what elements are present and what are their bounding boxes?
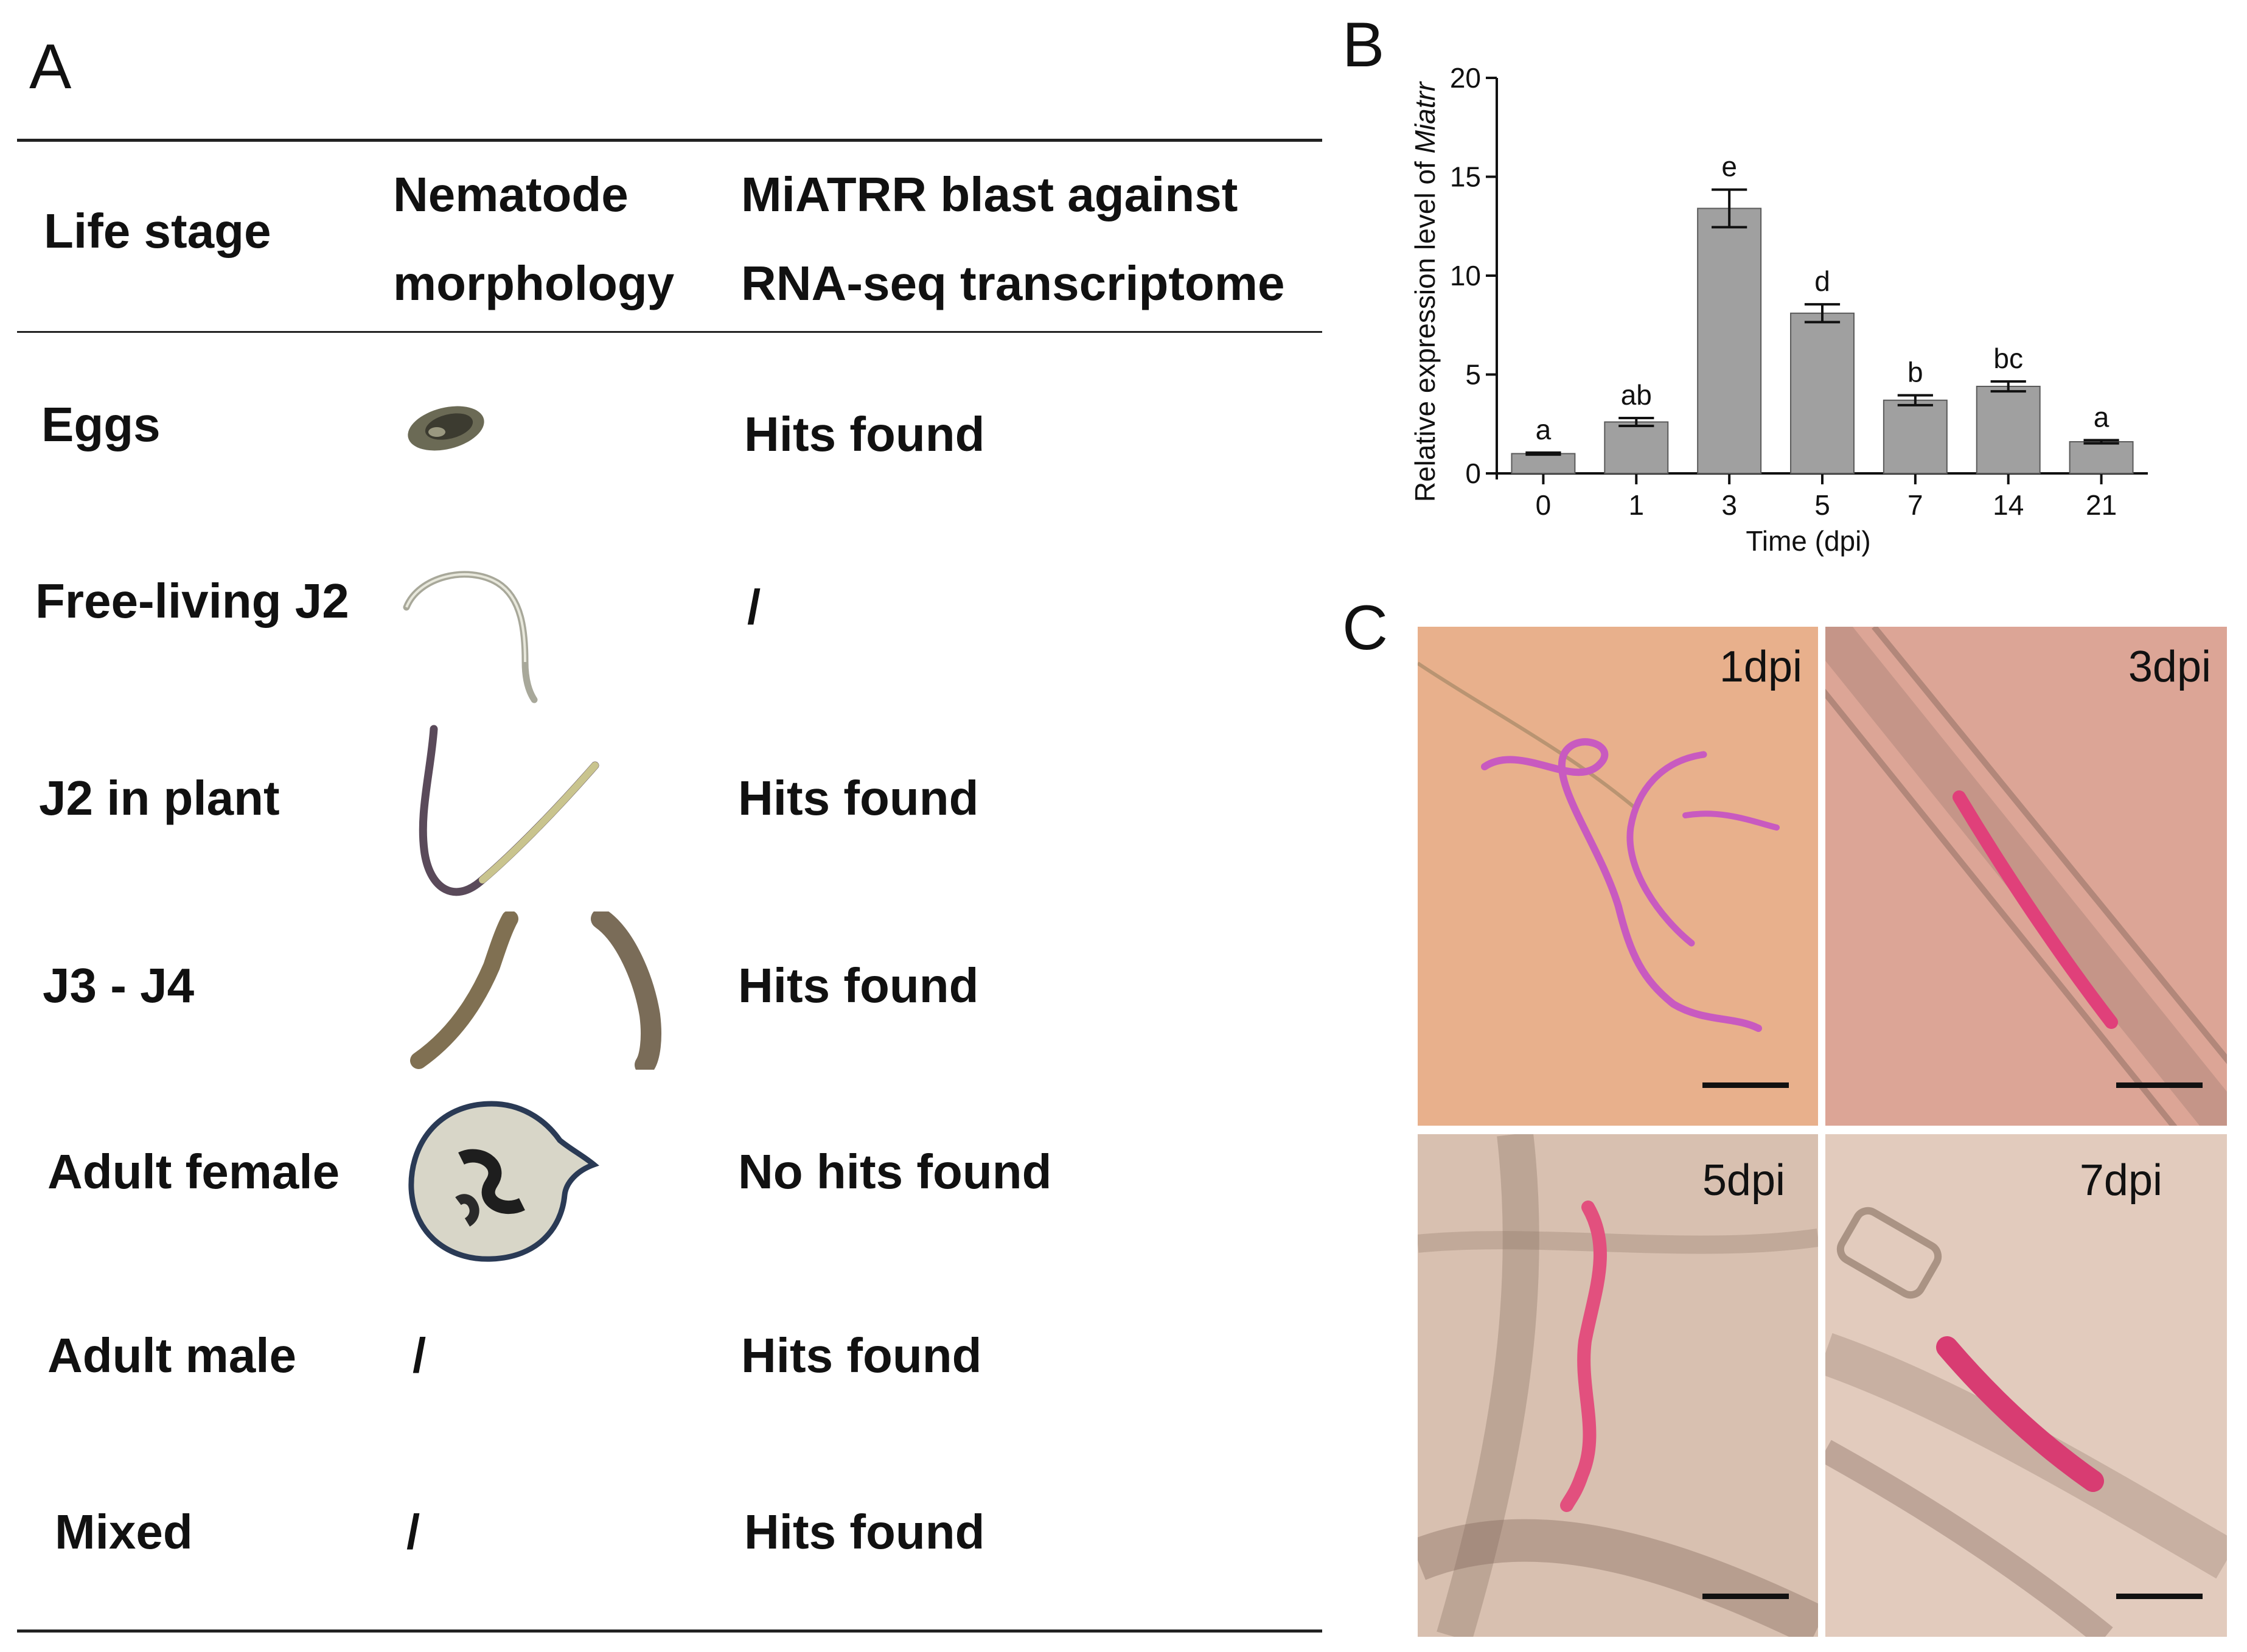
row-free-living-j2-result: / — [747, 580, 761, 634]
row-mixed-morphology: / — [406, 1505, 420, 1559]
table-top-rule — [17, 139, 1322, 142]
row-adult-male-morphology: / — [413, 1328, 427, 1382]
y-tick-label: 5 — [1465, 359, 1481, 391]
micrograph-label: 3dpi — [2128, 643, 2211, 691]
header-blast-line1: MiATRR blast against — [741, 167, 1238, 221]
bar-0 — [1511, 453, 1576, 474]
significance-label: a — [1536, 414, 1552, 445]
row-eggs-stage: Eggs — [41, 397, 161, 451]
row-adult-male-result: Hits found — [741, 1328, 982, 1382]
y-tick-label: 10 — [1450, 260, 1481, 291]
y-tick-label: 15 — [1450, 161, 1481, 193]
panel-a-label: A — [29, 32, 72, 102]
row-free-living-j2-stage: Free-living J2 — [35, 574, 349, 628]
micrograph-label: 5dpi — [1702, 1156, 1785, 1205]
bars-group: a ab e d b bc a — [1511, 151, 2134, 474]
y-axis-label: Relative expression level of Miatrr — [1409, 81, 1441, 502]
micrograph-1dpi: 1dpi — [1418, 627, 1818, 1126]
significance-label: bc — [1993, 343, 2023, 374]
life-stage-table: Life stage Nematode morphology MiATRR bl… — [17, 139, 1322, 1633]
scale-bar — [2116, 1594, 2203, 1599]
adult-female-image — [400, 1092, 607, 1268]
header-morphology-line1: Nematode — [393, 167, 629, 221]
micrograph-image — [1825, 1134, 2227, 1637]
row-j3-j4-result: Hits found — [738, 958, 979, 1012]
bar-1 — [1604, 421, 1669, 474]
y-tick-label: 0 — [1465, 458, 1481, 489]
bar-5 — [1790, 312, 1855, 474]
header-life-stage: Life stage — [44, 204, 271, 258]
bar-7 — [1883, 399, 1948, 474]
micrograph-7dpi: 7dpi — [1825, 1134, 2227, 1637]
micrograph-image — [1418, 1134, 1818, 1637]
header-morphology-line2: morphology — [393, 256, 675, 310]
x-tick-label: 1 — [1628, 489, 1644, 521]
x-tick-label: 14 — [1993, 489, 2024, 521]
bar-14 — [1976, 386, 2041, 474]
scale-bar — [1702, 1082, 1789, 1088]
panel-b-label: B — [1342, 10, 1385, 80]
y-axis-label-text: Relative expression level of — [1409, 153, 1441, 502]
j3-j4-image — [406, 908, 674, 1075]
table-bottom-rule — [17, 1629, 1322, 1633]
table-header-rule — [17, 331, 1322, 333]
scale-bar — [2116, 1082, 2203, 1088]
header-blast-line2: RNA-seq transcriptome — [741, 256, 1285, 310]
significance-label: ab — [1621, 379, 1652, 411]
bar-3 — [1697, 207, 1762, 474]
row-j3-j4-stage: J3 - J4 — [43, 958, 195, 1012]
significance-label: d — [1814, 265, 1830, 297]
row-adult-female-stage: Adult female — [47, 1145, 340, 1199]
j2-in-plant-image — [400, 723, 607, 905]
x-tick-label: 7 — [1907, 489, 1923, 521]
y-axis: 0 5 10 15 20 — [1450, 62, 1498, 489]
significance-label: e — [1721, 151, 1737, 183]
micrograph-image — [1418, 627, 1818, 1126]
x-axis-label: Time (dpi) — [1746, 525, 1870, 557]
significance-label: b — [1907, 357, 1923, 388]
micrograph-3dpi: 3dpi — [1825, 627, 2227, 1126]
y-axis-label-gene: Miatrr — [1409, 81, 1441, 153]
x-tick-label: 5 — [1814, 489, 1830, 521]
chart-svg: 0 5 10 15 20 0 1 3 5 7 14 21 a ab e d b bc a Relative ex… — [1409, 62, 2148, 557]
panel-c-label: C — [1342, 593, 1388, 663]
bar-21 — [2069, 441, 2134, 474]
row-j2-in-plant-stage: J2 in plant — [39, 771, 280, 825]
micrograph-label: 7dpi — [2079, 1156, 2162, 1205]
micrograph-image — [1825, 627, 2227, 1126]
expression-bar-chart: 0 5 10 15 20 0 1 3 5 7 14 21 a ab e d b bc a Relative ex… — [1399, 24, 2239, 572]
significance-label: a — [2094, 401, 2109, 433]
micrograph-5dpi: 5dpi — [1418, 1134, 1818, 1637]
row-eggs-result: Hits found — [744, 407, 985, 461]
row-adult-male-stage: Adult male — [47, 1328, 296, 1382]
x-tick-label: 0 — [1536, 489, 1552, 521]
row-j2-in-plant-result: Hits found — [738, 771, 979, 825]
egg-image — [394, 393, 498, 460]
x-tick-label: 3 — [1721, 489, 1737, 521]
micrograph-label: 1dpi — [1719, 643, 1802, 691]
x-axis: 0 1 3 5 7 14 21 — [1497, 472, 2148, 521]
y-tick-label: 20 — [1450, 62, 1481, 94]
x-tick-label: 21 — [2086, 489, 2117, 521]
row-mixed-stage: Mixed — [55, 1505, 193, 1559]
row-adult-female-result: No hits found — [738, 1145, 1052, 1199]
scale-bar — [1702, 1594, 1789, 1599]
row-mixed-result: Hits found — [744, 1505, 985, 1559]
free-living-j2-image — [394, 540, 552, 705]
